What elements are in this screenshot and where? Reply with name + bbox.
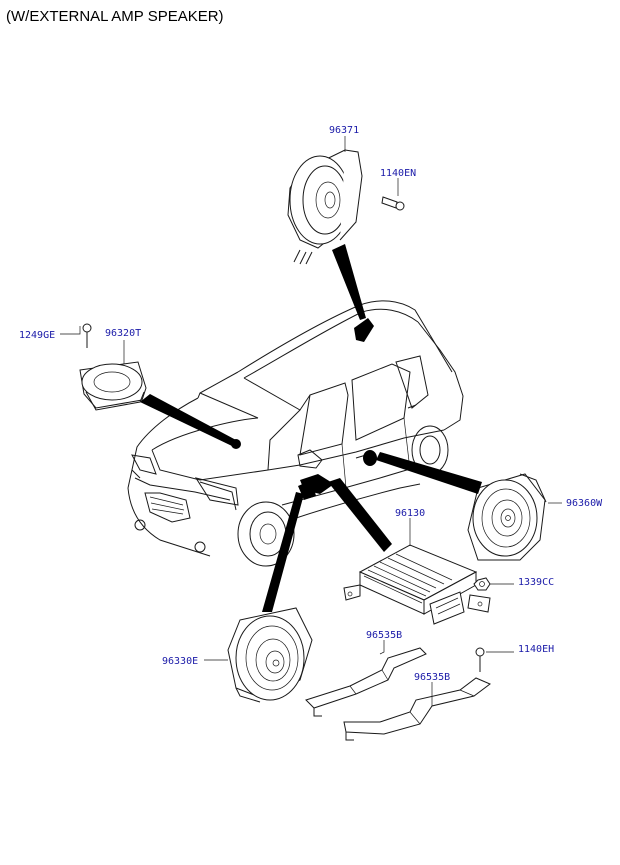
mount-96320T [231, 439, 241, 449]
pointer-96320T [140, 394, 236, 446]
callout-1140EH[interactable]: 1140EH [518, 644, 554, 655]
speaker-96320T[interactable] [79, 361, 147, 411]
callout-1140EN[interactable]: 1140EN [380, 168, 416, 179]
woofer-96360W[interactable] [467, 473, 547, 561]
callout-96330E[interactable]: 96330E [162, 656, 198, 667]
leader-lines [60, 136, 562, 706]
mount-96371 [354, 318, 374, 342]
screw-1249GE[interactable] [82, 323, 92, 348]
mount-96360W [363, 450, 377, 466]
callout-96360W[interactable]: 96360W [566, 498, 603, 509]
woofer-96330E[interactable] [227, 607, 313, 703]
diagram-title: (W/EXTERNAL AMP SPEAKER) [6, 8, 224, 25]
callout-1249GE[interactable]: 1249GE [19, 330, 55, 341]
bracket-96535B-upper[interactable] [305, 647, 427, 717]
callout-96535B-upper[interactable]: 96535B [366, 630, 402, 641]
pointer-96371 [332, 244, 366, 320]
pointer-96330E [262, 492, 304, 612]
callout-96535B-lower[interactable]: 96535B [414, 672, 450, 683]
nut-1339CC[interactable] [473, 577, 491, 591]
callout-96371[interactable]: 96371 [329, 125, 359, 136]
bolt-1140EH[interactable] [475, 647, 485, 672]
callout-1339CC[interactable]: 1339CC [518, 577, 554, 588]
callout-96320T[interactable]: 96320T [105, 328, 141, 339]
amplifier-96130[interactable] [343, 544, 491, 625]
bracket-96535B-lower[interactable] [343, 677, 491, 741]
pointer-96360W [376, 452, 482, 494]
mount-96330E [298, 480, 316, 500]
speaker-96371[interactable] [287, 149, 363, 265]
vehicle-outline [127, 300, 464, 567]
bolt-1140EN[interactable] [381, 196, 405, 211]
callout-96130[interactable]: 96130 [395, 508, 425, 519]
pointer-96130 [328, 478, 392, 552]
